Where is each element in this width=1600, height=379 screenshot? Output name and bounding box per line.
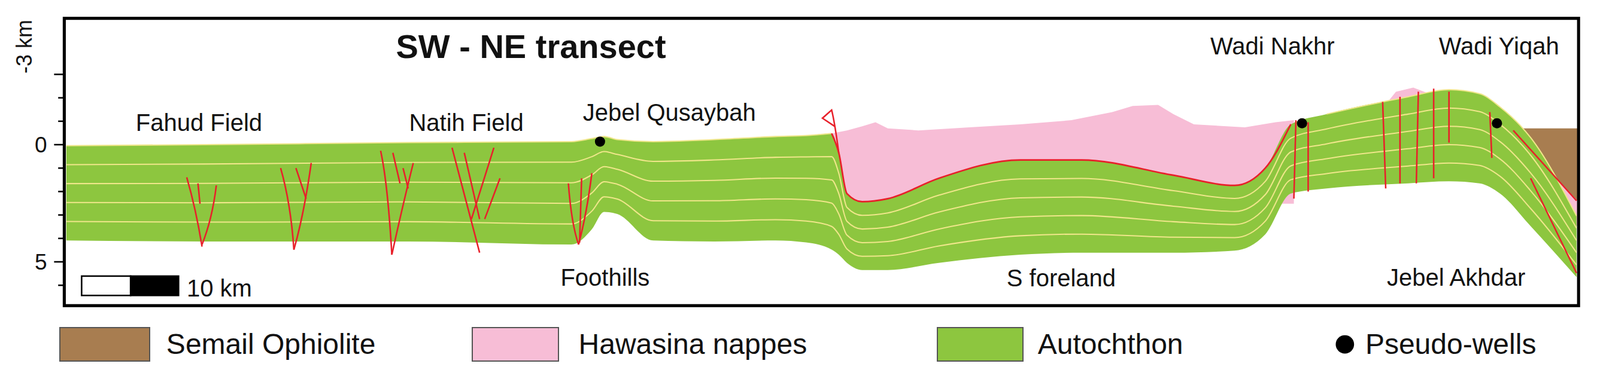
- diagram-title: SW - NE transect: [395, 29, 666, 64]
- place-label: Jebel Akhdar: [1386, 265, 1526, 290]
- depth-tick: [58, 96, 65, 99]
- place-label: S foreland: [1006, 266, 1116, 291]
- legend-swatch: [59, 327, 151, 363]
- fault-line: [280, 168, 294, 250]
- fault-line: [822, 110, 839, 154]
- fault-line: [568, 183, 579, 245]
- legend-text: Autochthon: [1037, 330, 1184, 360]
- legend-text: Pseudo-wells: [1365, 330, 1536, 360]
- pseudo-well: [1491, 118, 1502, 129]
- depth-tick: [58, 214, 65, 217]
- fault-line: [295, 168, 306, 199]
- fault-line: [202, 185, 217, 245]
- depth-tick: [53, 261, 65, 264]
- place-label: Natih Field: [408, 110, 524, 135]
- pseudo-well: [1297, 118, 1308, 129]
- depth-tick: [53, 144, 65, 147]
- place-label: Jebel Qusaybah: [583, 100, 757, 125]
- fault-line: [451, 147, 480, 254]
- fault-line: [1399, 96, 1402, 184]
- scale-label: 10 km: [186, 276, 253, 301]
- fault-line: [1307, 122, 1310, 193]
- place-label: Wadi Nakhr: [1210, 34, 1335, 59]
- legend-swatch: [471, 327, 560, 363]
- fault-line: [392, 153, 400, 184]
- autochthon: [66, 89, 1577, 278]
- fault-line: [1432, 88, 1435, 179]
- place-label: Fahud Field: [135, 110, 263, 135]
- axis-label: -3 km: [13, 19, 36, 74]
- depth-tick: [58, 284, 65, 287]
- fault-line: [1382, 101, 1386, 189]
- basal-thrust: [831, 124, 1291, 203]
- frame: [64, 18, 1579, 307]
- bedding-line: [66, 144, 1577, 254]
- fault-line: [1489, 111, 1492, 159]
- fault-line: [293, 163, 312, 251]
- scale-bar: [81, 276, 131, 296]
- fault-line: [1530, 178, 1577, 274]
- bedding-line: [66, 163, 1577, 266]
- axis-label: 5: [34, 251, 48, 274]
- fault-line: [484, 178, 501, 220]
- place-label: Foothills: [560, 265, 650, 290]
- depth-tick: [58, 238, 65, 241]
- depth-tick: [58, 167, 65, 170]
- legend-dot: [1335, 335, 1354, 355]
- pseudo-well: [594, 136, 606, 147]
- axis-label: 0: [34, 134, 48, 157]
- fault-line: [380, 150, 393, 255]
- fault-line: [1294, 120, 1296, 199]
- legend-text: Hawasina nappes: [578, 330, 808, 360]
- fault-line: [578, 173, 592, 245]
- scale-bar: [130, 276, 179, 296]
- depth-tick: [53, 73, 65, 76]
- fault-line: [198, 183, 200, 205]
- fault-line: [392, 163, 414, 255]
- bedding-line: [66, 108, 1577, 229]
- legend-swatch: [936, 327, 1024, 363]
- top-surface: [66, 133, 833, 146]
- fault-line: [471, 147, 495, 220]
- depth-tick: [58, 120, 65, 123]
- fault-line: [402, 168, 409, 189]
- fault-line: [1447, 91, 1450, 143]
- legend-text: Semail Ophiolite: [166, 330, 376, 360]
- depth-tick: [58, 190, 65, 193]
- fault-line: [1513, 130, 1577, 202]
- fault-line: [186, 177, 203, 248]
- fault-line: [1416, 91, 1419, 184]
- fault-line: [464, 153, 481, 220]
- place-label: Wadi Yiqah: [1438, 34, 1560, 59]
